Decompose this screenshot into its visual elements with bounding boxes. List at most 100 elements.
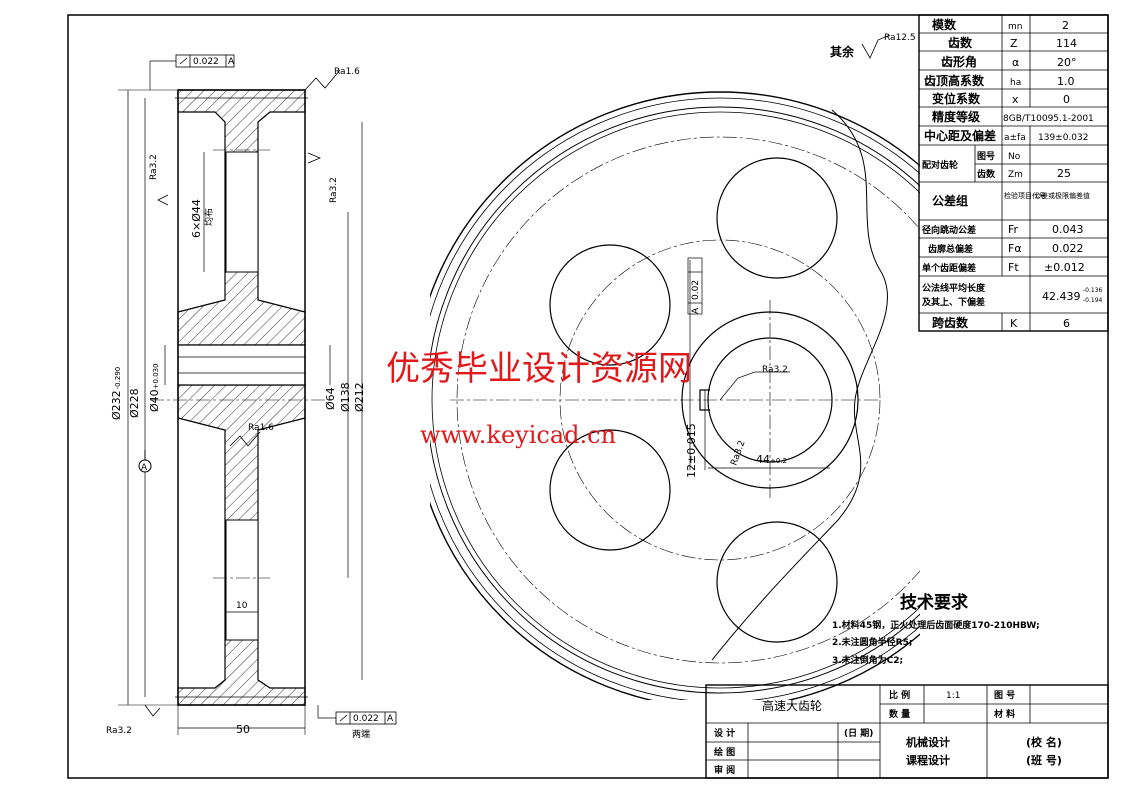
rough-ra32-keyside: Ra3.2 — [729, 439, 747, 467]
dim-width: 50 — [236, 723, 250, 736]
svg-text:α: α — [1012, 56, 1019, 69]
svg-text:公差组: 公差组 — [932, 193, 968, 208]
svg-text:3.未注倒角为C2;: 3.未注倒角为C2; — [832, 654, 903, 666]
svg-text:No: No — [1008, 152, 1021, 162]
parameter-table — [918, 14, 1109, 332]
rough-symbol-right — [307, 152, 322, 164]
svg-text:审 阅: 审 阅 — [714, 764, 735, 776]
sym-tol-value: 0.02 — [691, 280, 701, 300]
mating-gear-rows: 配对齿轮 图号 No 齿数 Zm 25 — [922, 151, 1071, 180]
svg-text:跨齿数: 跨齿数 — [932, 315, 969, 330]
rough-ra32-bottom: Ra3.2 — [106, 726, 132, 736]
tech-requirements: 技术要求 1.材料45钢，正火处理后齿面硬度170-210HBW; 2.未注圆角… — [832, 592, 1040, 666]
dim-keyw: 12±0.015 — [685, 423, 698, 478]
svg-text:1.0: 1.0 — [1057, 75, 1075, 88]
sym-frame — [687, 257, 703, 315]
svg-text:mn: mn — [1008, 22, 1022, 32]
bore-area — [177, 344, 306, 386]
svg-text:齿数: 齿数 — [948, 35, 973, 50]
svg-text:139±0.032: 139±0.032 — [1038, 133, 1088, 143]
svg-text:检验项目代号: 检验项目代号 — [1004, 191, 1046, 200]
rough-ra32-left: Ra3.2 — [149, 154, 159, 180]
svg-text:Ra12.5: Ra12.5 — [884, 33, 916, 43]
svg-text:Ft: Ft — [1008, 261, 1019, 274]
svg-text:Fα: Fα — [1008, 242, 1022, 255]
svg-text:设 计: 设 计 — [714, 727, 735, 739]
runout-value-top: 0.022 — [193, 57, 219, 67]
dim-d232: Ø232-0.290 — [110, 367, 123, 420]
svg-text:比 例: 比 例 — [889, 689, 910, 701]
svg-text:Z: Z — [1010, 37, 1018, 50]
svg-text:模数: 模数 — [932, 17, 957, 32]
svg-text:单个齿距偏差: 单个齿距偏差 — [922, 262, 976, 274]
svg-text:课程设计: 课程设计 — [906, 753, 950, 767]
sym-tol-datum: A — [691, 307, 701, 314]
rough-symbol-top — [304, 69, 341, 91]
svg-text:8GB/T10095.1-2001: 8GB/T10095.1-2001 — [1003, 114, 1094, 124]
svg-text:0: 0 — [1063, 93, 1070, 106]
svg-text:2: 2 — [1062, 19, 1069, 32]
svg-text:-0.194: -0.194 — [1083, 297, 1103, 304]
svg-text:K: K — [1010, 317, 1018, 330]
wkl-value: 42.439 — [1042, 290, 1081, 303]
svg-text:114: 114 — [1056, 37, 1077, 50]
svg-text:齿形角: 齿形角 — [941, 54, 977, 69]
svg-text:(日 期): (日 期) — [844, 727, 873, 739]
svg-text:(班 号): (班 号) — [1026, 753, 1062, 767]
svg-text:25: 25 — [1057, 167, 1071, 180]
tolerance-group: 公差组 检验项目代号 公差或极限偏差值 径向跳动公差 Fr 0.043 齿廓总偏… — [922, 191, 1103, 330]
svg-text:1.材料45钢，正火处理后齿面硬度170-210HBW;: 1.材料45钢，正火处理后齿面硬度170-210HBW; — [832, 619, 1040, 631]
svg-text:ha: ha — [1010, 78, 1021, 88]
svg-text:材 料: 材 料 — [993, 708, 1015, 720]
svg-text:绘 图: 绘 图 — [714, 746, 735, 758]
dim-keyd: 44+0.2 — [756, 453, 787, 466]
svg-text:机械设计: 机械设计 — [906, 735, 950, 749]
watermark-title: 优秀毕业设计资源网 — [386, 349, 692, 389]
svg-text:中心距及偏差: 中心距及偏差 — [924, 128, 996, 143]
svg-text:0.022: 0.022 — [1052, 242, 1084, 255]
dim-d40: Ø40+0.030 — [148, 363, 161, 412]
dim-holes: 6×Ø44 — [190, 199, 203, 238]
datum-a: A — [138, 450, 152, 473]
svg-text:高速大齿轮: 高速大齿轮 — [762, 698, 822, 713]
runout-value-bottom: 0.022 — [353, 714, 379, 724]
svg-text:齿数: 齿数 — [977, 168, 996, 180]
svg-text:Fr: Fr — [1008, 223, 1019, 236]
svg-text:0.043: 0.043 — [1052, 223, 1084, 236]
svg-text:其余: 其余 — [830, 44, 855, 59]
runout-datum-top: A — [228, 57, 235, 67]
svg-text:齿廓总偏差: 齿廓总偏差 — [928, 243, 973, 255]
svg-text:Zm: Zm — [1008, 170, 1023, 180]
svg-text:图号: 图号 — [977, 151, 995, 162]
watermark-url: www.keyicad.cn — [420, 421, 616, 449]
svg-text:20°: 20° — [1057, 56, 1077, 69]
svg-text:6: 6 — [1063, 317, 1070, 330]
svg-text:A: A — [141, 463, 148, 473]
svg-text:数 量: 数 量 — [889, 708, 910, 720]
dim-d212: Ø212 — [353, 382, 366, 412]
rough-ra32-right: Ra3.2 — [329, 177, 339, 203]
svg-text:配对齿轮: 配对齿轮 — [922, 159, 958, 171]
dim-holes-note: 均布 — [203, 208, 215, 226]
svg-text:径向跳动公差: 径向跳动公差 — [922, 224, 976, 236]
both-ends-label: 两端 — [352, 728, 370, 740]
rough-ra32-keyway: Ra3.2 — [762, 365, 788, 375]
break-line — [711, 109, 888, 661]
parameter-rows: 模数 mn 2 齿数 Z 114 齿形角 α 20° 齿顶高系数 ha 1.0 … — [924, 17, 1094, 143]
svg-text:±0.012: ±0.012 — [1044, 261, 1085, 274]
svg-text:1:1: 1:1 — [946, 691, 960, 701]
dim-d228: Ø228 — [128, 388, 141, 418]
runout-frame-bottom — [317, 705, 397, 725]
svg-text:精度等级: 精度等级 — [932, 109, 980, 124]
section-view — [118, 89, 363, 735]
runout-frame-top — [149, 54, 235, 90]
svg-text:2.未注圆角半径R5;: 2.未注圆角半径R5; — [832, 636, 912, 648]
web-hole-lower — [225, 519, 259, 641]
front-view — [430, 91, 920, 700]
svg-text:齿顶高系数: 齿顶高系数 — [924, 73, 985, 88]
svg-text:公法线平均长度: 公法线平均长度 — [922, 282, 986, 294]
dim-d64: Ø64 — [324, 387, 337, 410]
rough-symbol-left — [157, 194, 169, 206]
svg-text:x: x — [1012, 93, 1019, 106]
